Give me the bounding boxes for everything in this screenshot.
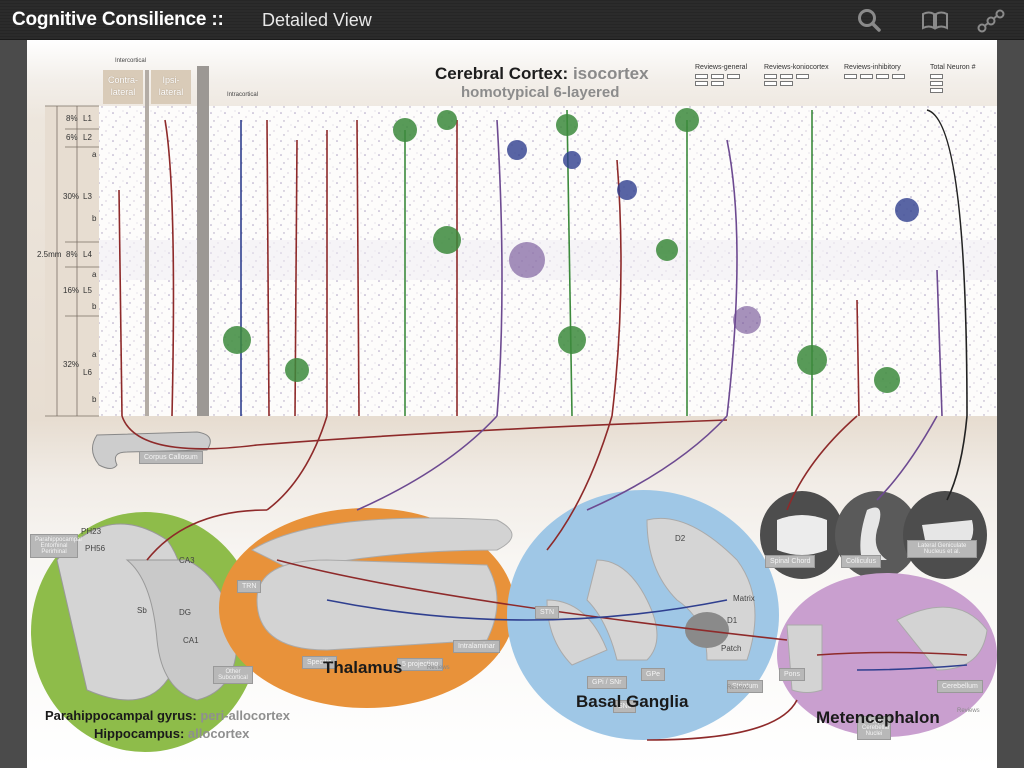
layer-l6-b: b <box>92 395 97 404</box>
top-bar: Cognitive Consilience :: Detailed View <box>0 0 1024 40</box>
deep-cerebellar-nuclei-tag[interactable]: Deep Cerebellar Nuclei <box>857 716 891 740</box>
book-icon[interactable] <box>920 6 950 34</box>
matrix-label: Matrix <box>733 594 755 603</box>
sb-label: Sb <box>137 606 147 615</box>
layer-l5: L5 <box>83 286 92 295</box>
hippocampus-title: Hippocampus: allocortex <box>94 726 249 741</box>
stn-tag[interactable]: STN <box>535 606 559 619</box>
ph23-label: PH23 <box>81 527 102 536</box>
ipsilateral-header: Ipsi-lateral <box>151 70 191 104</box>
reviews-general-label: Reviews-general <box>695 64 748 71</box>
total-neuron-label: Total Neuron # <box>930 64 976 71</box>
dg-label: DG <box>179 608 191 617</box>
right-margin <box>997 40 1024 768</box>
striatum-tag[interactable]: Striatum <box>727 680 764 693</box>
pons-tag[interactable]: Pons <box>779 668 805 681</box>
reviews-koniocortex-label: Reviews-koniocortex <box>764 64 829 71</box>
intercortical-label: Intercortical <box>115 58 147 64</box>
hippocampus-title-main: Hippocampus: <box>94 726 185 741</box>
basal-ganglia-title: Basal Ganglia <box>576 692 689 711</box>
parahippocampal-title-sub: peri-allocortex <box>200 708 290 723</box>
thalamus-title: Thalamus <box>323 658 403 677</box>
parahippocampal-tag[interactable]: Parahippocampal Entorhinal Perirhinal <box>30 534 82 558</box>
reviews-inhibitory[interactable]: Reviews-inhibitory <box>844 64 906 79</box>
search-icon[interactable] <box>854 6 884 34</box>
diagram-canvas[interactable]: Intercortical Contra-lateral Ipsi-latera… <box>27 40 997 768</box>
layer-l5-percent: 16% <box>63 286 80 295</box>
cortex-title-sub: isocortex <box>572 64 649 83</box>
layer-l4-percent: 8% <box>66 250 78 259</box>
left-margin <box>0 40 27 768</box>
layer-l5-a: a <box>92 270 97 279</box>
cortex-title-main: Cerebral Cortex: <box>435 64 569 83</box>
patch-label: Patch <box>721 644 742 653</box>
layer-l6-a: a <box>92 350 97 359</box>
d2-label: D2 <box>675 534 686 543</box>
gpe-tag[interactable]: GPe <box>641 668 666 681</box>
metencephalon-reviews[interactable]: Reviews <box>957 708 980 714</box>
layer-l6: L6 <box>83 368 92 377</box>
layer-l3-b: b <box>92 214 97 223</box>
other-subcortical-tag[interactable]: Other Subcortical <box>213 666 253 684</box>
basal-ganglia-reviews[interactable]: Reviews <box>727 685 750 691</box>
lateral-geniculate-tag[interactable]: Lateral Geniculate Nucleus et al. <box>907 540 977 558</box>
contralateral-header: Contra-lateral <box>103 70 143 104</box>
thalamus-projecting-tag[interactable]: 5 projecting <box>397 658 444 671</box>
snc-tag[interactable]: SNc <box>613 700 637 713</box>
reviews-koniocortex[interactable]: Reviews-koniocortex <box>764 64 829 86</box>
ca3-label: CA3 <box>179 556 195 565</box>
total-neuron-count[interactable]: Total Neuron # <box>930 64 976 93</box>
thalamus-trn-tag[interactable]: TRN <box>237 580 262 593</box>
layer-l2-percent: 6% <box>66 133 78 142</box>
layer-l5-b: b <box>92 302 97 311</box>
thalamus-intralaminar-tag[interactable]: Intralaminar <box>453 640 500 653</box>
metencephalon-title: Metencephalon <box>816 708 940 727</box>
ph56-label: PH56 <box>85 544 106 553</box>
cortex-thickness: 2.5mm <box>37 250 62 259</box>
thalamus-reviews[interactable]: Reviews <box>427 665 450 671</box>
reviews-inhibitory-label: Reviews-inhibitory <box>844 64 901 71</box>
app-title: Cognitive Consilience :: <box>12 9 224 30</box>
ca1-label: CA1 <box>183 636 199 645</box>
connections-icon[interactable] <box>976 6 1006 34</box>
d1-label: D1 <box>727 616 738 625</box>
view-title: Detailed View <box>262 10 372 30</box>
diagram-graphics <box>31 66 997 752</box>
intracortical-label: Intracortical <box>227 92 259 98</box>
parahippocampal-title-main: Parahippocampal gyrus: <box>45 708 197 723</box>
layer-l3-percent: 30% <box>63 192 80 201</box>
cortex-subtitle: homotypical 6-layered <box>461 84 620 101</box>
layer-l4: L4 <box>83 250 92 259</box>
thalamus-specific-tag[interactable]: Specific <box>302 656 337 669</box>
layer-l3: L3 <box>83 192 92 201</box>
cerebellum-tag[interactable]: Cerebellum <box>937 680 983 693</box>
corpus-callosum-tag[interactable]: Corpus Callosum <box>139 451 203 464</box>
parahippocampal-title: Parahippocampal gyrus: peri-allocortex <box>45 708 290 723</box>
layer-l1-percent: 8% <box>66 114 78 123</box>
colliculus-tag[interactable]: Colliculus <box>841 555 881 568</box>
reviews-general[interactable]: Reviews-general <box>695 64 757 86</box>
cortex-title: Cerebral Cortex: isocortex <box>435 64 649 84</box>
layer-l1: L1 <box>83 114 92 123</box>
spinal-chord-tag[interactable]: Spinal Chord <box>765 555 816 568</box>
layer-l2: L2 <box>83 133 92 142</box>
gpi-snr-tag[interactable]: GPi / SNr <box>587 676 627 689</box>
hippocampus-title-sub: allocortex <box>187 726 250 741</box>
layer-l3-a: a <box>92 150 97 159</box>
layer-l6-percent: 32% <box>63 360 80 369</box>
